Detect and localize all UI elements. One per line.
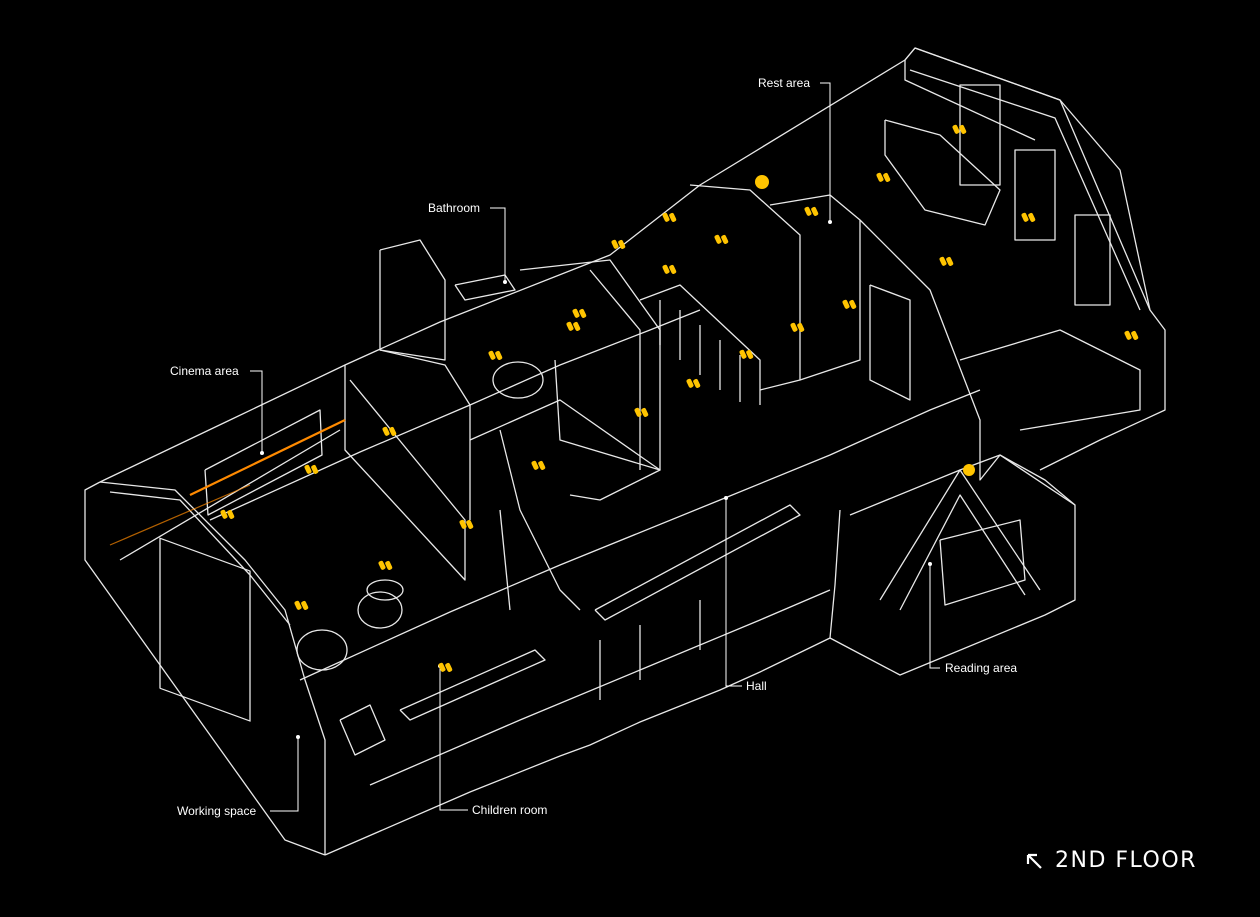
light-fixture-icon <box>842 299 857 309</box>
floor-title-text: 2ND FLOOR <box>1055 848 1197 873</box>
pendant-lamp-icon <box>963 464 975 476</box>
light-fixture-icon <box>220 509 235 519</box>
light-fixture-icon <box>634 407 649 417</box>
light-fixture-icon <box>459 519 474 529</box>
label-reading-area: Reading area <box>945 661 1018 675</box>
light-fixture-icon <box>294 600 309 610</box>
wall-outlines <box>84 47 1166 856</box>
light-fixture-icon <box>488 350 503 360</box>
light-fixture-icon <box>572 308 587 318</box>
light-fixture-icon <box>662 264 677 274</box>
light-fixture-icon <box>662 212 677 222</box>
label-hall: Hall <box>746 679 767 693</box>
label-children-room: Children room <box>472 803 548 817</box>
light-fixtures <box>220 124 1139 672</box>
light-fixture-icon <box>1124 330 1139 340</box>
light-fixture-icon <box>1021 212 1036 222</box>
label-leaders <box>250 82 940 812</box>
floor-title: 2ND FLOOR <box>1025 848 1197 873</box>
light-fixture-icon <box>952 124 967 134</box>
light-fixture-icon <box>382 426 397 436</box>
light-fixture-icon <box>378 560 393 570</box>
label-rest-area: Rest area <box>758 76 811 90</box>
light-fixture-icon <box>531 460 546 470</box>
light-fixture-icon <box>790 322 805 332</box>
label-bathroom: Bathroom <box>428 201 481 215</box>
light-fixture-icon <box>739 349 754 359</box>
label-working-space: Working space <box>177 804 257 818</box>
light-fixture-icon <box>714 234 729 244</box>
light-fixture-icon <box>566 321 581 331</box>
led-strip <box>109 484 251 546</box>
pendant-lamp-icon <box>755 175 769 189</box>
light-fixture-icon <box>686 378 701 388</box>
light-fixture-icon <box>438 662 453 672</box>
label-anchor-dots <box>260 220 932 739</box>
light-fixture-icon <box>304 464 319 474</box>
label-cinema-area: Cinema area <box>170 364 239 378</box>
light-fixture-icon <box>804 206 819 216</box>
led-strip <box>189 419 346 496</box>
light-fixture-icon <box>876 172 891 182</box>
arrow-up-left-icon <box>1026 853 1042 869</box>
light-fixture-icon <box>611 239 626 249</box>
light-fixture-icon <box>939 256 954 266</box>
